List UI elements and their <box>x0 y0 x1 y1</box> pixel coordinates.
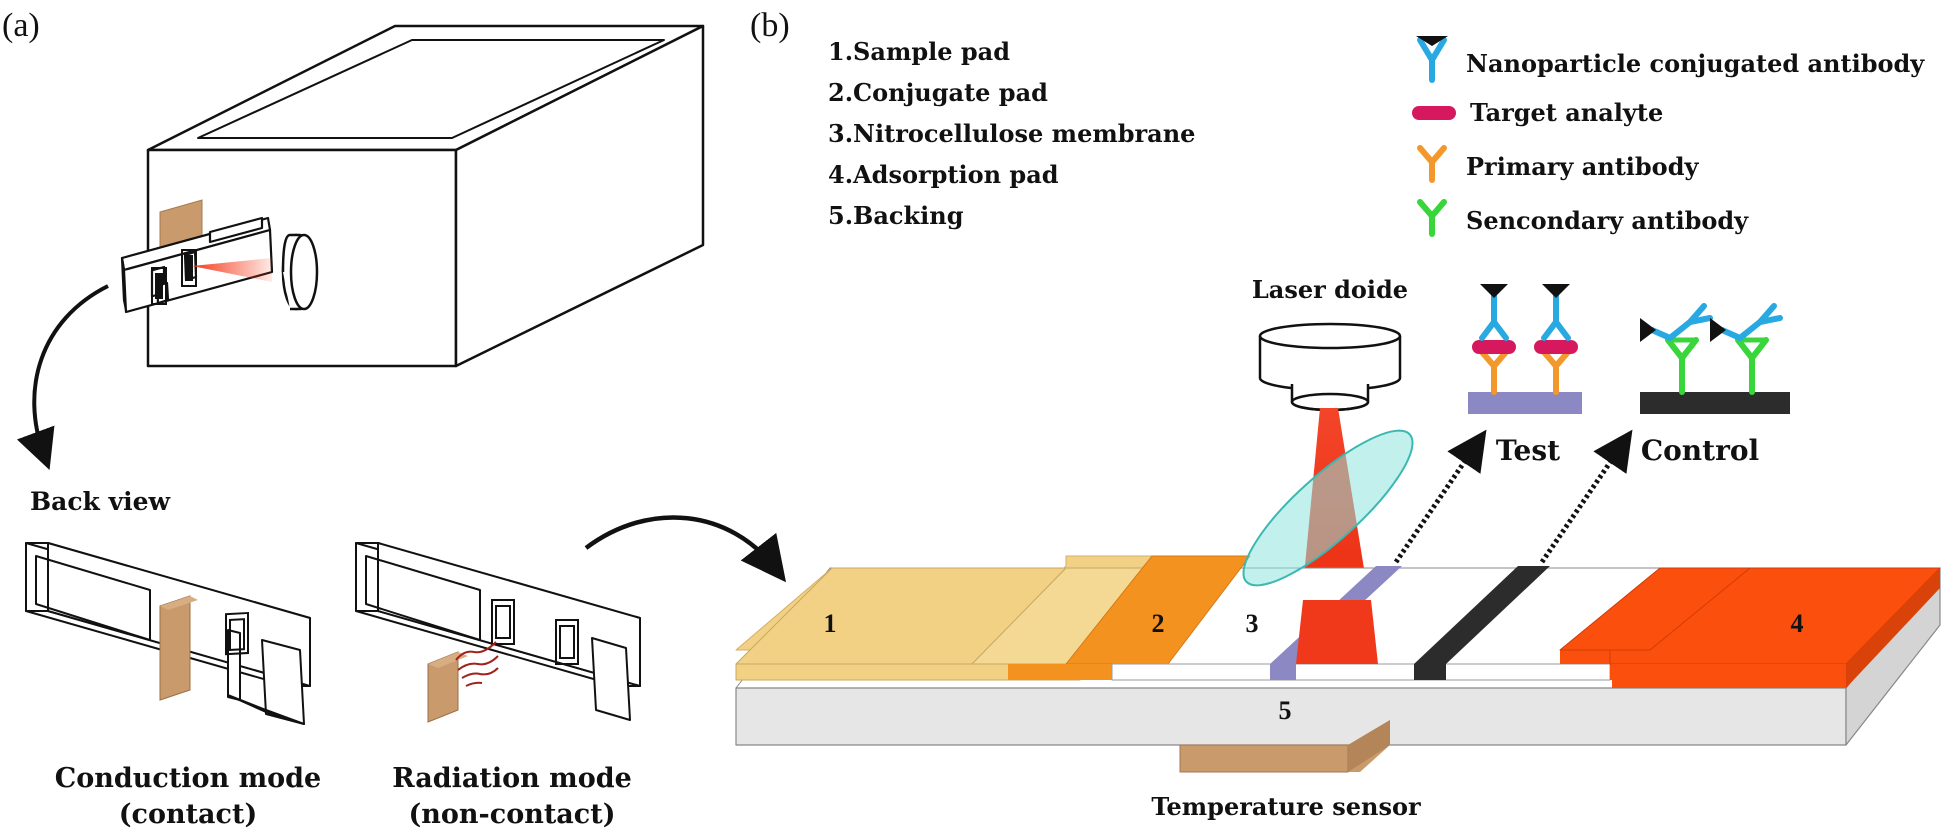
strip-number-3: 3 <box>1246 609 1259 638</box>
legend: Nanoparticle conjugated antibody Target … <box>1412 36 1925 237</box>
strip-number-2: 2 <box>1152 609 1165 638</box>
test-label: Test <box>1496 434 1560 467</box>
component-1: 1.Sample pad <box>828 37 1010 66</box>
conduction-block-top <box>160 596 198 610</box>
conduction-contact-block <box>159 595 191 701</box>
back-view-label: Back view <box>30 487 172 516</box>
control-line-front <box>1414 664 1446 680</box>
temperature-sensor-label: Temperature sensor <box>1151 792 1421 821</box>
green-y-icon <box>1417 199 1447 237</box>
test-line-front <box>1270 664 1296 680</box>
control-complex <box>1640 303 1790 414</box>
radiation-cartridge <box>355 542 641 721</box>
component-4: 4.Adsorption pad <box>828 160 1059 189</box>
adsorption-pad-side <box>1846 568 1940 688</box>
cartridge-windows <box>151 249 197 305</box>
legend-label-analyte: Target analyte <box>1470 98 1663 127</box>
legend-label-secondary: Sencondary antibody <box>1466 206 1749 235</box>
focusing-lens <box>1242 429 1414 587</box>
conduction-mode-sub: (contact) <box>119 799 258 830</box>
membrane-front <box>1111 663 1611 681</box>
test-substrate <box>1468 392 1582 414</box>
test-complex <box>1468 284 1582 414</box>
legend-label-nanoparticle: Nanoparticle conjugated antibody <box>1466 49 1925 78</box>
control-label: Control <box>1641 434 1759 467</box>
legend-label-primary: Primary antibody <box>1466 152 1699 181</box>
strip-number-4: 4 <box>1791 609 1804 638</box>
temperature-sensor-side <box>1348 720 1390 772</box>
strip-number-1: 1 <box>824 609 837 638</box>
radiation-windows <box>491 599 579 665</box>
laser-diode-label: Laser doide <box>1252 275 1408 304</box>
radiation-mode-sub: (non-contact) <box>409 799 616 830</box>
reader-laser-beam <box>192 258 272 282</box>
adsorption-pad-front <box>1612 664 1846 688</box>
back-view-arrow <box>16 284 109 471</box>
radiation-block-top <box>428 652 468 668</box>
radiation-heat-waves <box>455 641 499 687</box>
conduction-mode-label: Conduction mode <box>55 763 321 794</box>
laser-diode <box>1258 322 1402 412</box>
strip-number-5: 5 <box>1279 696 1292 725</box>
panel-b-label: (b) <box>750 7 790 44</box>
control-substrate <box>1640 392 1790 414</box>
reader-lens <box>281 233 319 311</box>
orange-y-icon <box>1417 145 1447 183</box>
control-dotted-arrow <box>1539 429 1633 564</box>
panel-a-label: (a) <box>2 7 40 44</box>
component-list: 1.Sample pad 2.Conjugate pad 3.Nitrocell… <box>828 37 1195 230</box>
radiation-mode-label: Radiation mode <box>392 763 632 794</box>
reader-device-box <box>146 24 705 368</box>
to-panel-b-arrow <box>584 515 787 583</box>
conjugate-pad-lower-front <box>1008 664 1066 680</box>
component-5: 5.Backing <box>828 201 964 230</box>
test-dotted-arrow <box>1393 429 1487 564</box>
temperature-sensor-front <box>1179 744 1349 773</box>
control-line <box>1414 566 1550 664</box>
component-3: 3.Nitrocellulose membrane <box>828 119 1195 148</box>
blue-y-black-tip-icon <box>1416 36 1448 83</box>
component-2: 2.Conjugate pad <box>828 78 1048 107</box>
laser-beam-lower <box>1296 600 1378 664</box>
magenta-bar-icon <box>1412 106 1456 120</box>
conduction-window <box>225 611 249 656</box>
